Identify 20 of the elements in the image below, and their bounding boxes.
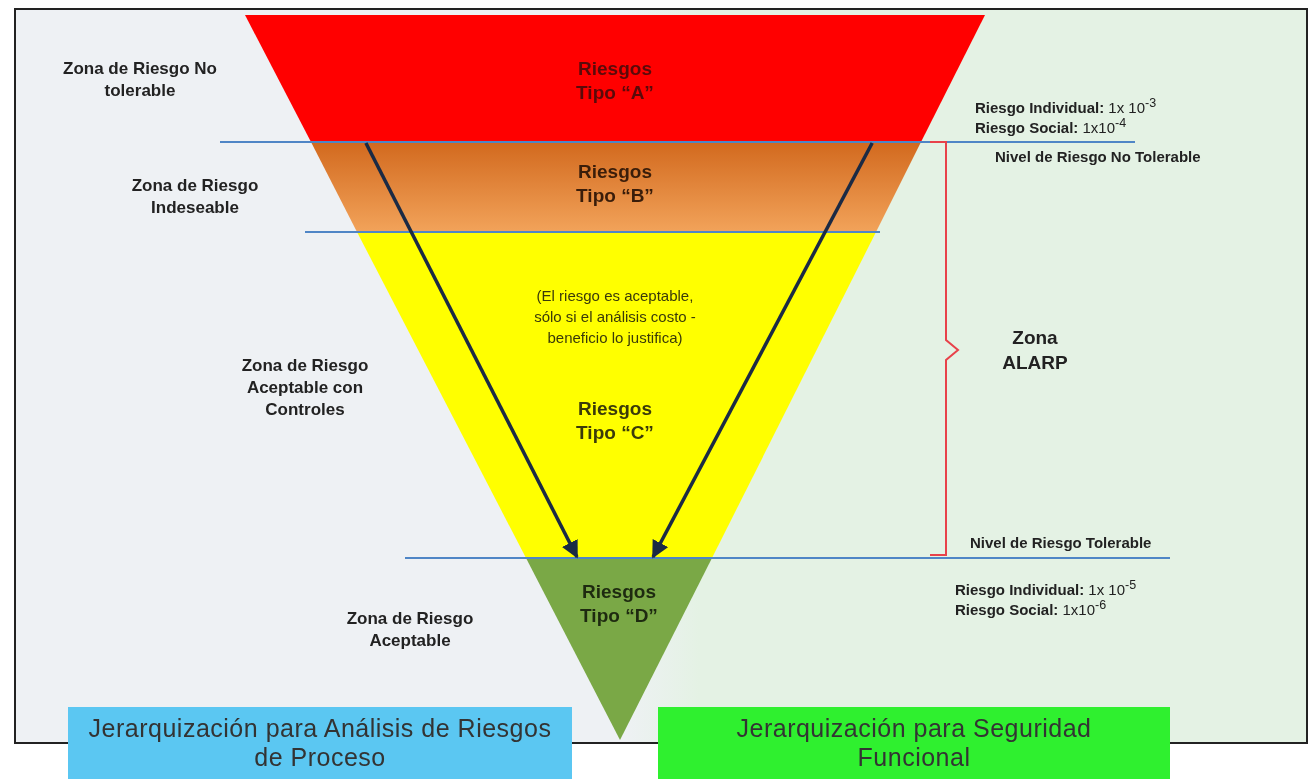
zone-label: Zona de Riesgo Indeseable — [130, 175, 260, 219]
title-banner: Jerarquización para Análisis de Riesgos de Proceso — [68, 707, 572, 779]
level-label: Nivel de Riesgo No Tolerable — [995, 147, 1201, 167]
zone-title: Riesgos Tipo “B” — [575, 160, 655, 208]
risk-value: Riesgo Individual: 1x 10$^{-3}$ — [975, 95, 1157, 118]
zone-title: Riesgos Tipo “A” — [575, 57, 655, 105]
zone-label: Zona de Riesgo Aceptable — [345, 608, 475, 652]
note-text: (El riesgo es aceptable, sólo si el análisis costo - beneficio lo justifica) — [533, 286, 697, 348]
arrow — [364, 142, 579, 559]
risk-value: Riesgo Social: 1x10$^{-4}$ — [975, 116, 1127, 138]
arrow — [651, 142, 874, 559]
level-label: Nivel de Riesgo Tolerable — [970, 533, 1152, 553]
risk-value: Riesgo Individual: 1x 10$^{-5}$ — [955, 577, 1137, 600]
zone-title: Riesgos Tipo “C” — [575, 397, 655, 445]
zone-label: Zona ALARP — [1001, 326, 1069, 375]
zone-title: Riesgos Tipo “D” — [579, 580, 659, 628]
zone-label: Zona de Riesgo No tolerable — [62, 58, 218, 102]
zone-label: Zona de Riesgo Aceptable con Controles — [240, 355, 370, 421]
risk-value: Riesgo Social: 1x10$^{-6}$ — [955, 598, 1107, 620]
title-banner: Jerarquización para Seguridad Funcional — [658, 707, 1170, 779]
